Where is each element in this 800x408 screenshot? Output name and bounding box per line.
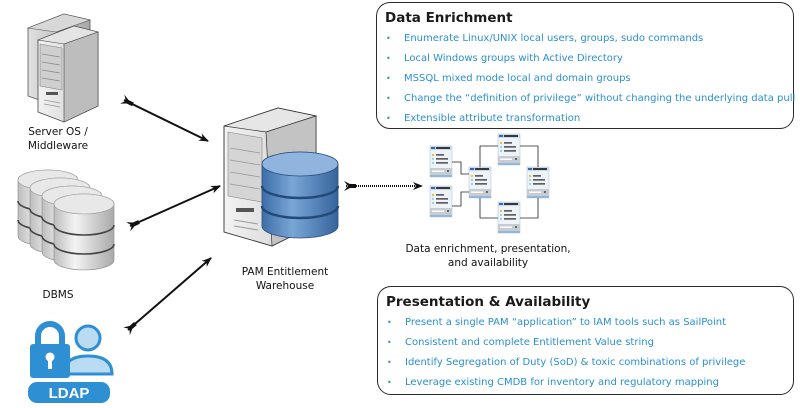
data-enrichment-panel: Data Enrichment • Enumerate Linux/UNIX lo… [376, 2, 796, 129]
list-item: • Change the “definition of privilege” wi… [385, 89, 796, 109]
list-item-text: Present a single PAM “application” to IA… [405, 317, 727, 328]
server-os-label: Server OS / Middleware [18, 125, 98, 153]
list-item-text: Local Windows groups with Active Directo… [404, 53, 623, 64]
data-enrichment-list: • Enumerate Linux/UNIX local users, group… [377, 29, 796, 129]
bullet-icon: • [386, 54, 391, 63]
schema-tables-icon [429, 133, 550, 234]
list-item-text: MSSQL mixed mode local and domain groups [404, 73, 631, 84]
bullet-icon: • [386, 74, 391, 83]
database-stack-icon [17, 169, 115, 271]
bullet-icon: • [386, 94, 391, 103]
schema-table-2 [429, 185, 453, 218]
presentation-availability-title: Presentation & Availability [386, 294, 591, 310]
bullet-icon: • [386, 114, 391, 123]
server-database-icon [223, 107, 340, 247]
list-item-text: Consistent and complete Entitlement Valu… [405, 337, 654, 348]
list-item: • Local Windows groups with Active Direct… [385, 49, 793, 69]
arrow-server-to-warehouse [120, 94, 209, 142]
ldap-lock-user-icon [28, 321, 114, 403]
list-item: • Present a single PAM “application” to I… [386, 313, 793, 333]
server-tower-icon [26, 13, 100, 123]
warehouse-label-line1: PAM Entitlement [241, 266, 329, 278]
server-os-label-line2: Middleware [27, 140, 89, 152]
bullet-icon: • [387, 318, 392, 327]
presentation-availability-list: • Present a single PAM “application” to I… [378, 313, 793, 393]
schema-table-3 [468, 166, 492, 199]
ldap-badge-label: LDAP [48, 385, 90, 402]
list-item: • Identify Segregation of Duty (SoD) & to… [386, 353, 793, 373]
list-item-text: Identify Segregation of Duty (SoD) & tox… [405, 357, 746, 368]
warehouse-label-line2: Warehouse [255, 280, 315, 292]
list-item: • Extensible attribute transformation [385, 109, 793, 129]
list-item-text: Extensible attribute transformation [404, 113, 581, 124]
list-item: • Consistent and complete Entitlement Val… [386, 333, 793, 353]
schema-table-4 [497, 133, 521, 166]
bullet-icon: • [387, 338, 392, 347]
list-item-text: Enumerate Linux/UNIX local users, groups… [404, 33, 704, 44]
arrow-ldap-to-warehouse [123, 257, 212, 336]
schema-table-6 [526, 166, 550, 199]
schema-label-line2: and availability [447, 257, 529, 269]
bullet-icon: • [387, 358, 392, 367]
dbms-label: DBMS [42, 289, 74, 301]
bullet-icon: • [386, 34, 391, 43]
presentation-availability-panel: Presentation & Availability • Present a s… [377, 286, 794, 395]
arrow-dbms-to-warehouse [126, 185, 221, 232]
schema-label: Data enrichment, presentation, and avail… [398, 242, 578, 270]
list-item: • MSSQL mixed mode local and domain group… [385, 69, 793, 89]
list-item-text: Change the “definition of privilege” wit… [404, 93, 796, 104]
list-item-text: Leverage existing CMDB for inventory and… [405, 377, 719, 388]
warehouse-label: PAM Entitlement Warehouse [230, 265, 340, 293]
server-os-label-line1: Server OS / [28, 126, 88, 138]
schema-table-5 [497, 201, 521, 234]
list-item: • Enumerate Linux/UNIX local users, group… [385, 29, 793, 49]
data-enrichment-title: Data Enrichment [385, 10, 513, 26]
list-item: • Leverage existing CMDB for inventory an… [386, 373, 793, 393]
bullet-icon: • [387, 378, 392, 387]
schema-label-line1: Data enrichment, presentation, [405, 243, 571, 255]
schema-table-1 [429, 145, 453, 178]
